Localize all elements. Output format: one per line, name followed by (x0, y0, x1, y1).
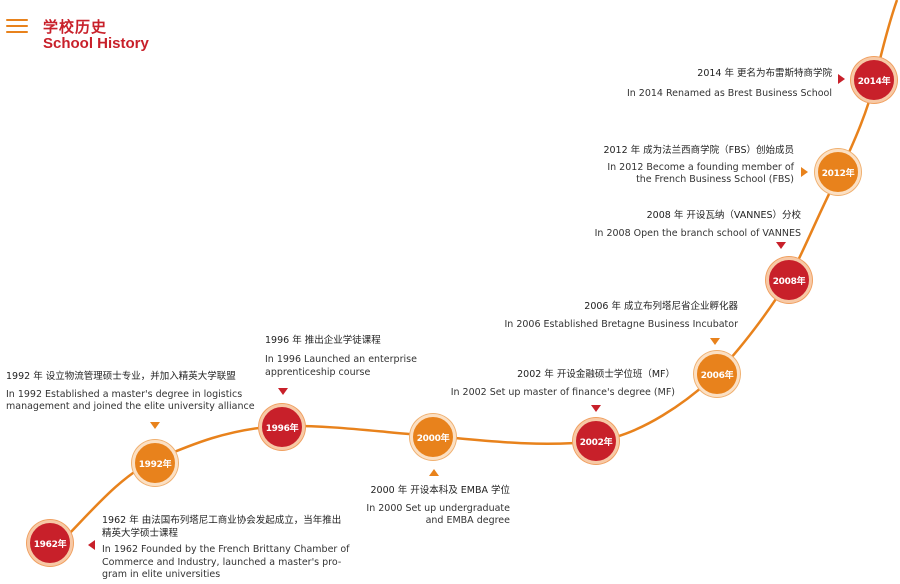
pointer-1992-icon (150, 422, 160, 429)
pointer-2000-icon (429, 469, 439, 476)
text-2012-en-2: the French Business School (FBS) (636, 174, 794, 185)
text-1992-cn-1: 1992 年 设立物流管理硕士专业，并加入精英大学联盟 (6, 371, 236, 382)
node-1996: 1996年 (259, 404, 305, 450)
pointer-2002-icon (591, 405, 601, 412)
text-1996-en-1: In 1996 Launched an enterprise (265, 354, 417, 365)
node-2012-label: 2012年 (821, 168, 855, 179)
page-title-en: School History (43, 35, 149, 52)
text-2002-cn-1: 2002 年 开设金融硕士学位班（MF） (517, 369, 675, 380)
node-2000-label: 2000年 (416, 433, 450, 444)
pointer-2008-icon (776, 242, 786, 249)
text-1962-cn-1: 1962 年 由法国布列塔尼工商业协会发起成立，当年推出 (102, 515, 342, 526)
text-2000-en-2: and EMBA degree (425, 515, 510, 526)
text-2012-cn-1: 2012 年 成为法兰西商学院（FBS）创始成员 (603, 145, 794, 156)
text-2006-cn-1: 2006 年 成立布列塔尼省企业孵化器 (584, 301, 738, 312)
menu-lines-icon (6, 19, 28, 39)
text-2014-cn-1: 2014 年 更名为布雷斯特商学院 (697, 68, 832, 79)
node-1992-label: 1992年 (138, 459, 172, 470)
node-2002: 2002年 (573, 418, 619, 464)
node-2012: 2012年 (815, 149, 861, 195)
text-1992-en-2: management and joined the elite universi… (6, 401, 255, 412)
pointer-2006-icon (710, 338, 720, 345)
text-2000-cn-1: 2000 年 开设本科及 EMBA 学位 (370, 485, 510, 496)
node-1992: 1992年 (132, 440, 178, 486)
text-2000-en-1: In 2000 Set up undergraduate (366, 503, 510, 514)
node-2006: 2006年 (694, 351, 740, 397)
text-1962-cn-2: 精英大学硕士课程 (102, 528, 179, 539)
text-1962-en-3: gram in elite universities (102, 569, 221, 580)
page-title-cn: 学校历史 (43, 18, 108, 36)
node-2014-label: 2014年 (857, 76, 891, 87)
node-2000: 2000年 (410, 414, 456, 460)
pointer-2012-icon (801, 167, 808, 177)
text-2002-en-1: In 2002 Set up master of finance's degre… (450, 387, 675, 398)
node-2002-label: 2002年 (579, 437, 613, 448)
text-1996-en-2: apprenticeship course (265, 367, 371, 378)
node-2006-label: 2006年 (700, 370, 734, 381)
text-1962-en-1: In 1962 Founded by the French Brittany C… (102, 544, 350, 555)
text-2008-en-1: In 2008 Open the branch school of VANNES (594, 228, 801, 239)
node-1962-label: 1962年 (33, 539, 67, 550)
text-1992-en-1: In 1992 Established a master's degree in… (6, 389, 243, 400)
node-1996-label: 1996年 (265, 423, 299, 434)
node-2014: 2014年 (851, 57, 897, 103)
pointer-1996-icon (278, 388, 288, 395)
text-2012-en-1: In 2012 Become a founding member of (607, 162, 794, 173)
pointer-1962-icon (88, 540, 95, 550)
node-2008: 2008年 (766, 257, 812, 303)
text-1996-cn-1: 1996 年 推出企业学徒课程 (265, 335, 381, 346)
text-2014-en-1: In 2014 Renamed as Brest Business School (626, 88, 832, 99)
node-2008-label: 2008年 (772, 276, 806, 287)
text-2006-en-1: In 2006 Established Bretagne Business In… (504, 319, 738, 330)
node-1962: 1962年 (27, 520, 73, 566)
pointer-2014-icon (838, 74, 845, 84)
text-2008-cn-1: 2008 年 开设瓦纳（VANNES）分校 (646, 210, 801, 221)
text-1962-en-2: Commerce and Industry, launched a master… (102, 557, 342, 568)
